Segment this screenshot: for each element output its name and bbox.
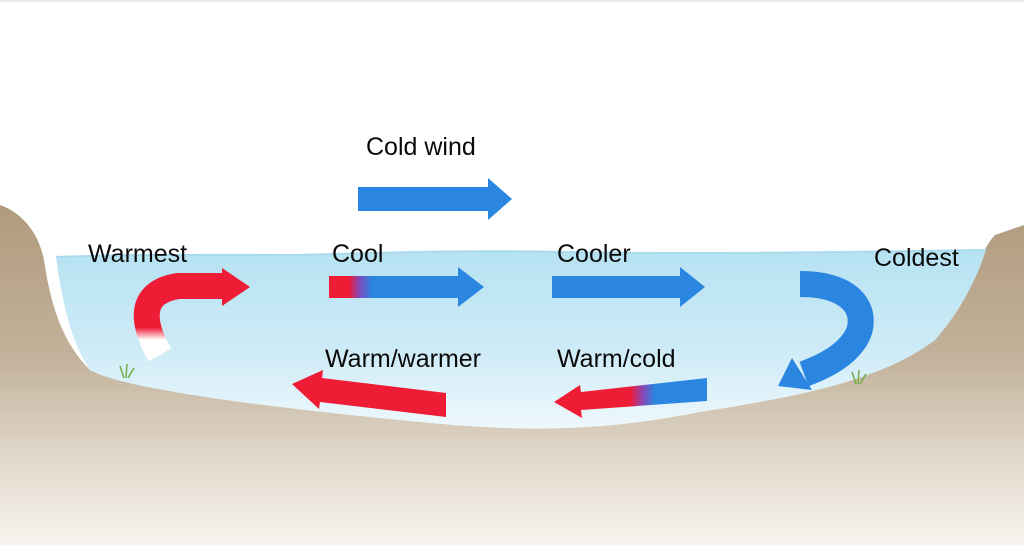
lake-water [56,250,986,429]
grass-tuft-left [119,363,135,379]
cooler-arrow [552,267,705,307]
label-coldest: Coldest [874,244,959,272]
label-cool: Cool [332,240,384,268]
warm-cold-arrow [554,378,707,418]
water-surface [55,249,987,258]
warm-warmer-arrow [292,370,446,417]
label-warmest: Warmest [88,240,188,268]
cold-wind-arrow [358,178,512,220]
label-warm-warmer: Warm/warmer [325,345,482,373]
cool-arrow [329,267,484,307]
ground [0,205,1024,545]
label-cold-wind: Cold wind [366,133,476,161]
grass-tuft-right [851,369,867,385]
label-cooler: Cooler [557,240,631,268]
warmest-curved-arrow [133,268,250,362]
label-warm-cold: Warm/cold [557,345,676,373]
coldest-curved-arrow [778,271,874,390]
